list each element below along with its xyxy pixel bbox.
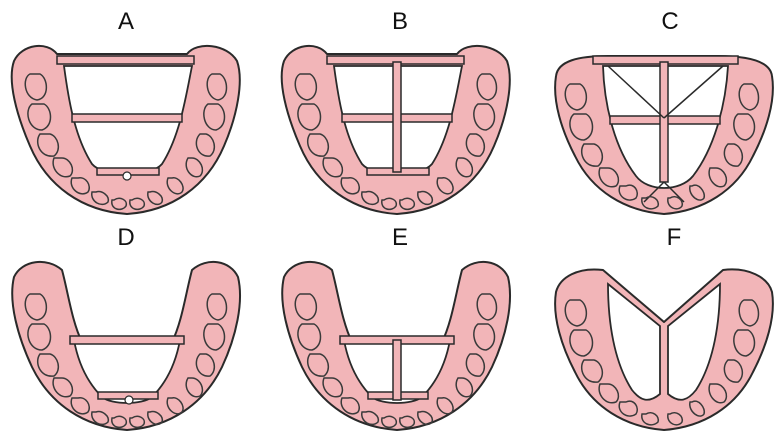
panel-d: D: [2, 222, 252, 437]
panel-b: B: [272, 6, 522, 221]
denture-diagram-a: [2, 6, 252, 221]
panel-e: E: [272, 222, 522, 437]
denture-diagram-c: [548, 6, 778, 221]
panel-f: F: [548, 222, 779, 437]
panel-c: C: [548, 6, 779, 221]
panel-a: A: [2, 6, 252, 221]
denture-diagram-e: [272, 222, 522, 437]
denture-diagram-f: [548, 222, 778, 437]
denture-diagram-d: [2, 222, 252, 437]
denture-diagram-b: [272, 6, 522, 221]
